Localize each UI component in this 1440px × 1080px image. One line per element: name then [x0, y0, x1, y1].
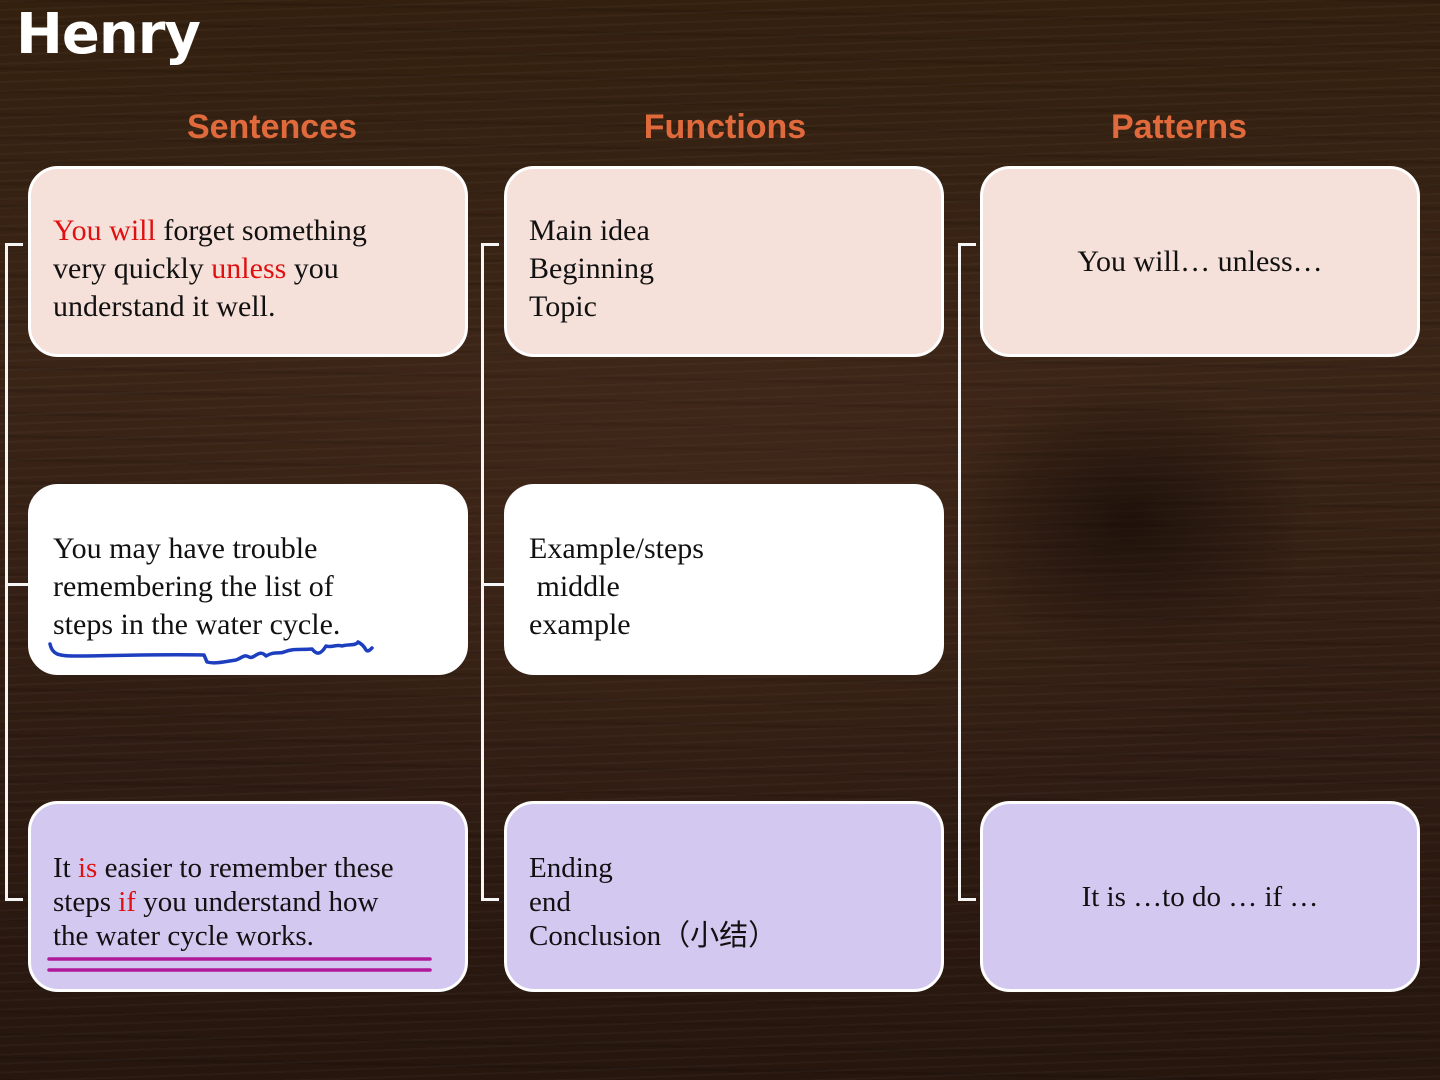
sentence-1-line-1: You will forget something — [53, 212, 445, 250]
functions-bracket-tick — [484, 583, 506, 586]
sentence-1-line-2: very quickly unless you — [53, 250, 445, 288]
sentence-1-line-3: understand it well. — [53, 290, 276, 323]
sentence-3-text: you understand how — [135, 886, 379, 918]
header-patterns: Patterns — [1110, 108, 1248, 146]
sentence-2-line-3: steps in the water cycle. — [53, 608, 341, 641]
sentence-3-line-2: steps if you understand how — [53, 885, 445, 919]
function-box-2: Example/steps middle example — [504, 484, 944, 675]
slide-title: Henry — [16, 2, 201, 67]
function-3-line-1: Ending — [529, 852, 613, 884]
pattern-1-text: You will… unless… — [1077, 244, 1323, 278]
pattern-box-1: You will… unless… — [980, 166, 1420, 357]
sentence-box-1: You will forget something very quickly u… — [28, 166, 468, 357]
header-functions: Functions — [643, 108, 807, 146]
sentence-1-text: you — [286, 252, 339, 285]
function-box-1: Main idea Beginning Topic — [504, 166, 944, 357]
highlight-if: if — [118, 886, 136, 918]
sentence-3-line-1: It is easier to remember these — [53, 851, 445, 885]
pattern-3-text: It is …to do … if … — [1081, 880, 1319, 913]
sentence-1-text: forget something — [155, 214, 367, 247]
sentence-3-text: easier to remember these — [97, 852, 394, 884]
sentence-3-line-3: the water cycle works. — [53, 920, 314, 952]
sentences-bracket — [5, 243, 23, 901]
header-sentences: Sentences — [186, 108, 358, 146]
sentence-1-text: very quickly — [53, 252, 212, 285]
function-1-line-2: Beginning — [529, 252, 654, 285]
function-2-line-2: middle — [529, 570, 620, 603]
highlight-is: is — [77, 852, 98, 884]
functions-bracket — [481, 243, 499, 901]
function-3-line-3: Conclusion（小结） — [529, 920, 778, 952]
sentence-3-text: steps — [53, 886, 119, 918]
sentence-box-3: It is easier to remember these steps if … — [28, 801, 468, 992]
function-3-line-2: end — [529, 886, 571, 918]
highlight-unless: unless — [211, 252, 287, 285]
function-box-3: Ending end Conclusion（小结） — [504, 801, 944, 992]
sentence-2-line-2: remembering the list of — [53, 570, 334, 603]
patterns-bracket — [958, 243, 976, 901]
function-1-line-1: Main idea — [529, 214, 650, 247]
pattern-box-3: It is …to do … if … — [980, 801, 1420, 992]
sentences-bracket-tick — [8, 583, 30, 586]
function-2-line-3: example — [529, 608, 631, 641]
function-2-line-1: Example/steps — [529, 532, 704, 565]
sentence-2-line-1: You may have trouble — [53, 532, 318, 565]
sentence-3-text: It — [53, 852, 78, 884]
highlight-you-will: You will — [53, 214, 156, 247]
function-1-line-3: Topic — [529, 290, 597, 323]
sentence-box-2: You may have trouble remembering the lis… — [28, 484, 468, 675]
